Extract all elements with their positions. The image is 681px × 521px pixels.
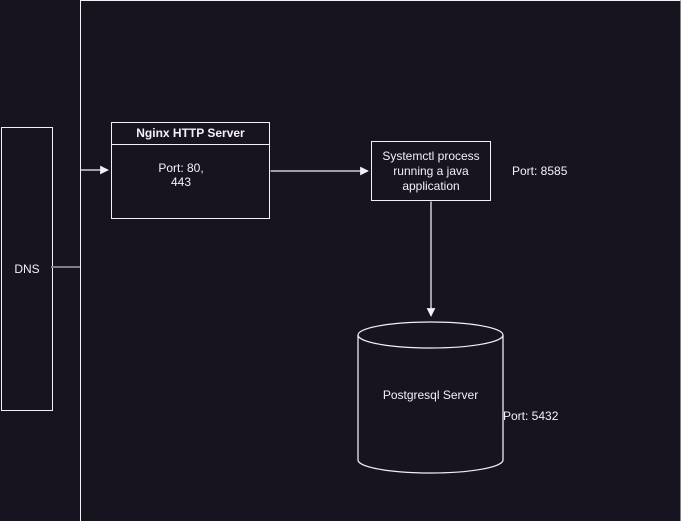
dns-label: DNS — [14, 262, 40, 276]
nginx-node-title: Nginx HTTP Server — [112, 123, 269, 145]
dns-node[interactable]: DNS — [1, 127, 53, 411]
systemctl-node[interactable]: Systemctl process running a java applica… — [371, 141, 491, 201]
postgresql-cylinder-top[interactable] — [357, 321, 504, 349]
nginx-ports-label: Port: 80, 443 — [158, 161, 204, 189]
dns-boundary-connector[interactable] — [51, 266, 80, 268]
postgresql-port-label: Port: 5432 — [503, 409, 559, 423]
systemctl-port-label: Port: 8585 — [512, 164, 568, 178]
systemctl-label: Systemctl process running a java applica… — [382, 148, 480, 193]
nginx-node[interactable]: Nginx HTTP Server Port: 80, 443 — [111, 122, 270, 219]
postgresql-cylinder[interactable] — [357, 321, 504, 474]
postgresql-label: Postgresql Server — [382, 388, 479, 402]
postgresql-cylinder-body[interactable] — [357, 335, 504, 474]
